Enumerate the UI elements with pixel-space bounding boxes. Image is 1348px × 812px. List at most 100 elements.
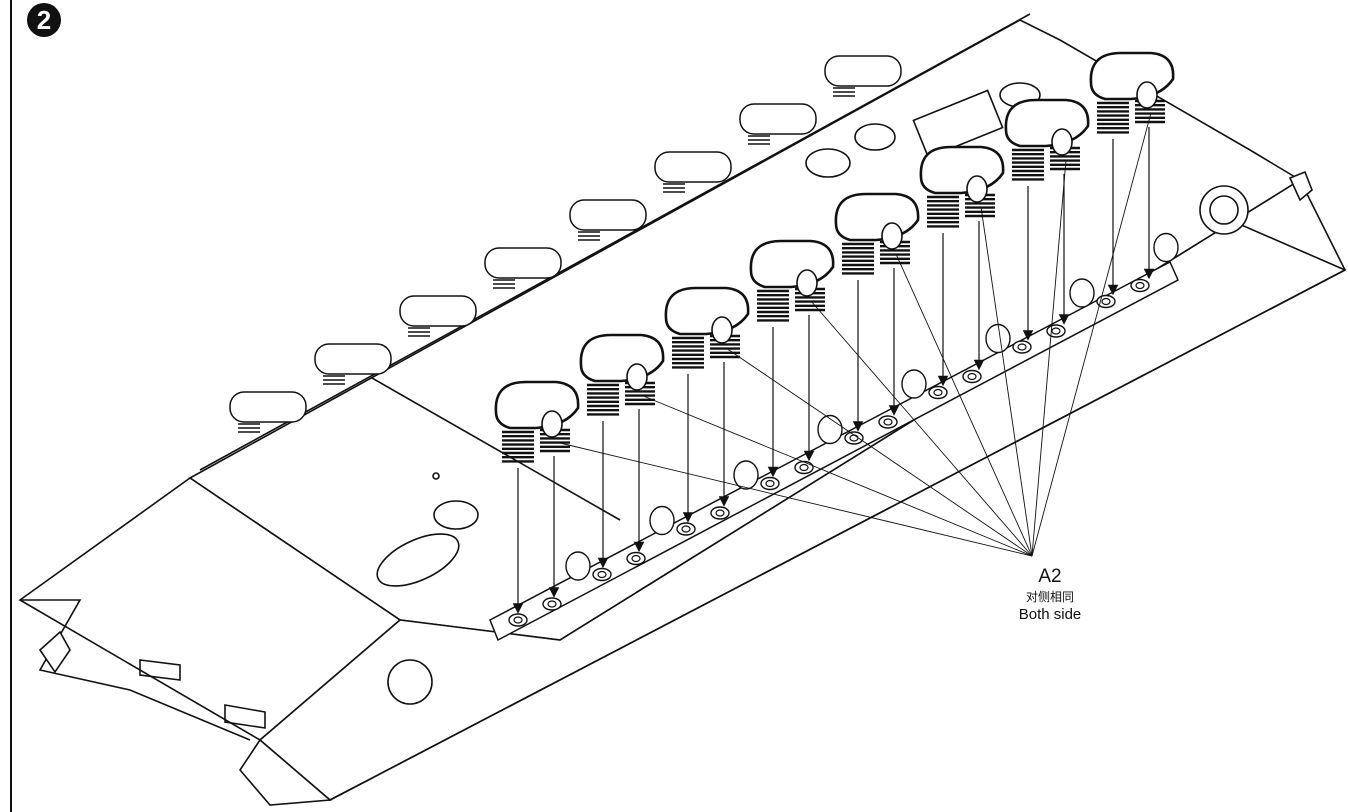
unit-cap bbox=[494, 380, 580, 430]
leader-line bbox=[895, 253, 1033, 557]
arm-boss bbox=[985, 323, 1011, 354]
arrow-head bbox=[1058, 314, 1070, 325]
arrow-head bbox=[1022, 330, 1034, 341]
far-bump-stop bbox=[824, 55, 902, 97]
hull-rear-plate bbox=[20, 599, 251, 741]
lug-rear-left bbox=[38, 630, 71, 674]
arm-boss bbox=[733, 460, 759, 490]
arrow-head bbox=[633, 541, 645, 553]
rail-socket bbox=[1012, 340, 1032, 354]
unit-pivot bbox=[796, 269, 818, 297]
hatch-oval-rear bbox=[376, 533, 460, 587]
suspension-unit bbox=[1089, 51, 1175, 296]
note-english: Both side bbox=[1018, 606, 1082, 623]
floor-stiffener-1 bbox=[139, 659, 181, 681]
arm-boss bbox=[1069, 278, 1095, 308]
unit-pivot bbox=[626, 363, 648, 391]
deck-edge-line bbox=[199, 13, 1031, 471]
arrow-head bbox=[548, 587, 560, 598]
hull-pin bbox=[432, 472, 440, 480]
far-bump-stop bbox=[314, 343, 392, 385]
deck-seam bbox=[371, 377, 621, 521]
unit-pivot bbox=[1136, 81, 1158, 109]
sheet-border bbox=[10, 0, 12, 812]
arrow-head bbox=[1107, 284, 1119, 296]
arrow-head bbox=[937, 375, 949, 387]
floor-stiffener-2 bbox=[224, 704, 266, 729]
rail-socket bbox=[592, 567, 612, 582]
rail-socket bbox=[962, 369, 982, 384]
far-side-suspension bbox=[229, 55, 902, 433]
arrow-head bbox=[682, 512, 694, 523]
hatch-round-1 bbox=[433, 500, 479, 530]
arrow-head bbox=[767, 466, 779, 478]
arrow-head bbox=[512, 603, 524, 614]
arrow-head bbox=[718, 496, 730, 507]
sprocket-mount bbox=[387, 659, 433, 705]
suspension-unit bbox=[494, 380, 580, 614]
unit-pivot bbox=[1051, 128, 1073, 156]
note-chinese: 对侧相同 bbox=[1025, 590, 1074, 604]
rail-socket bbox=[794, 460, 814, 475]
step-number-badge: 2 bbox=[27, 3, 61, 37]
hatch-rect bbox=[912, 89, 1004, 159]
far-bump-stop bbox=[229, 391, 307, 433]
arm-boss bbox=[649, 505, 675, 536]
rail-socket bbox=[542, 597, 562, 611]
rail-socket bbox=[878, 415, 898, 429]
unit-pivot bbox=[966, 175, 988, 203]
rail-socket bbox=[710, 506, 730, 520]
suspension-unit bbox=[1004, 98, 1090, 341]
suspension-unit bbox=[579, 333, 665, 569]
hatch-round-3 bbox=[854, 123, 896, 151]
hull-boss-front-inner bbox=[1209, 195, 1239, 225]
unit-pivot bbox=[711, 316, 733, 344]
hull-rear-plate-2 bbox=[238, 738, 332, 806]
far-bump-stop bbox=[484, 247, 562, 289]
rail-socket bbox=[1046, 324, 1066, 338]
unit-cap bbox=[1089, 51, 1175, 101]
arrow-head bbox=[803, 450, 815, 462]
arm-boss bbox=[565, 551, 591, 581]
leader-line bbox=[810, 300, 1033, 557]
leader-line bbox=[1031, 159, 1067, 557]
arrow-head bbox=[597, 557, 609, 569]
arm-boss bbox=[1153, 232, 1179, 263]
leader-line bbox=[1031, 112, 1152, 557]
rail-socket bbox=[508, 613, 528, 627]
suspension-unit bbox=[919, 145, 1005, 387]
part-callout: A2 对侧相同 Both side bbox=[990, 566, 1110, 624]
unit-cap bbox=[919, 145, 1005, 195]
unit-cap bbox=[664, 286, 750, 336]
arrow-head bbox=[888, 405, 900, 416]
rail-socket bbox=[1130, 278, 1150, 293]
part-number: A2 bbox=[1038, 566, 1062, 587]
unit-pivot bbox=[881, 222, 903, 250]
leader-line bbox=[980, 206, 1033, 557]
unit-cap bbox=[834, 192, 920, 242]
leader-line bbox=[640, 394, 1033, 557]
suspension-unit bbox=[664, 286, 750, 523]
far-bump-stop bbox=[739, 103, 817, 145]
rail-socket bbox=[928, 385, 948, 400]
leader-line bbox=[725, 347, 1033, 557]
unit-cap bbox=[749, 239, 835, 289]
lower-hull bbox=[18, 13, 1347, 806]
suspension-unit bbox=[834, 192, 920, 432]
unit-cap bbox=[1004, 98, 1090, 148]
leader-line bbox=[555, 441, 1033, 557]
rail-socket bbox=[676, 522, 696, 536]
unit-cap bbox=[579, 333, 665, 383]
arrow-head bbox=[1143, 268, 1155, 280]
rail-socket bbox=[760, 476, 780, 491]
unit-pivot bbox=[541, 410, 563, 438]
far-bump-stop bbox=[399, 295, 477, 337]
hatch-round-2 bbox=[805, 148, 851, 178]
suspension-units bbox=[494, 51, 1175, 614]
arm-boss bbox=[901, 369, 927, 399]
rail-socket bbox=[844, 431, 864, 445]
suspension-unit bbox=[749, 239, 835, 478]
lug-front bbox=[1288, 170, 1313, 202]
far-bump-stop bbox=[654, 151, 732, 193]
